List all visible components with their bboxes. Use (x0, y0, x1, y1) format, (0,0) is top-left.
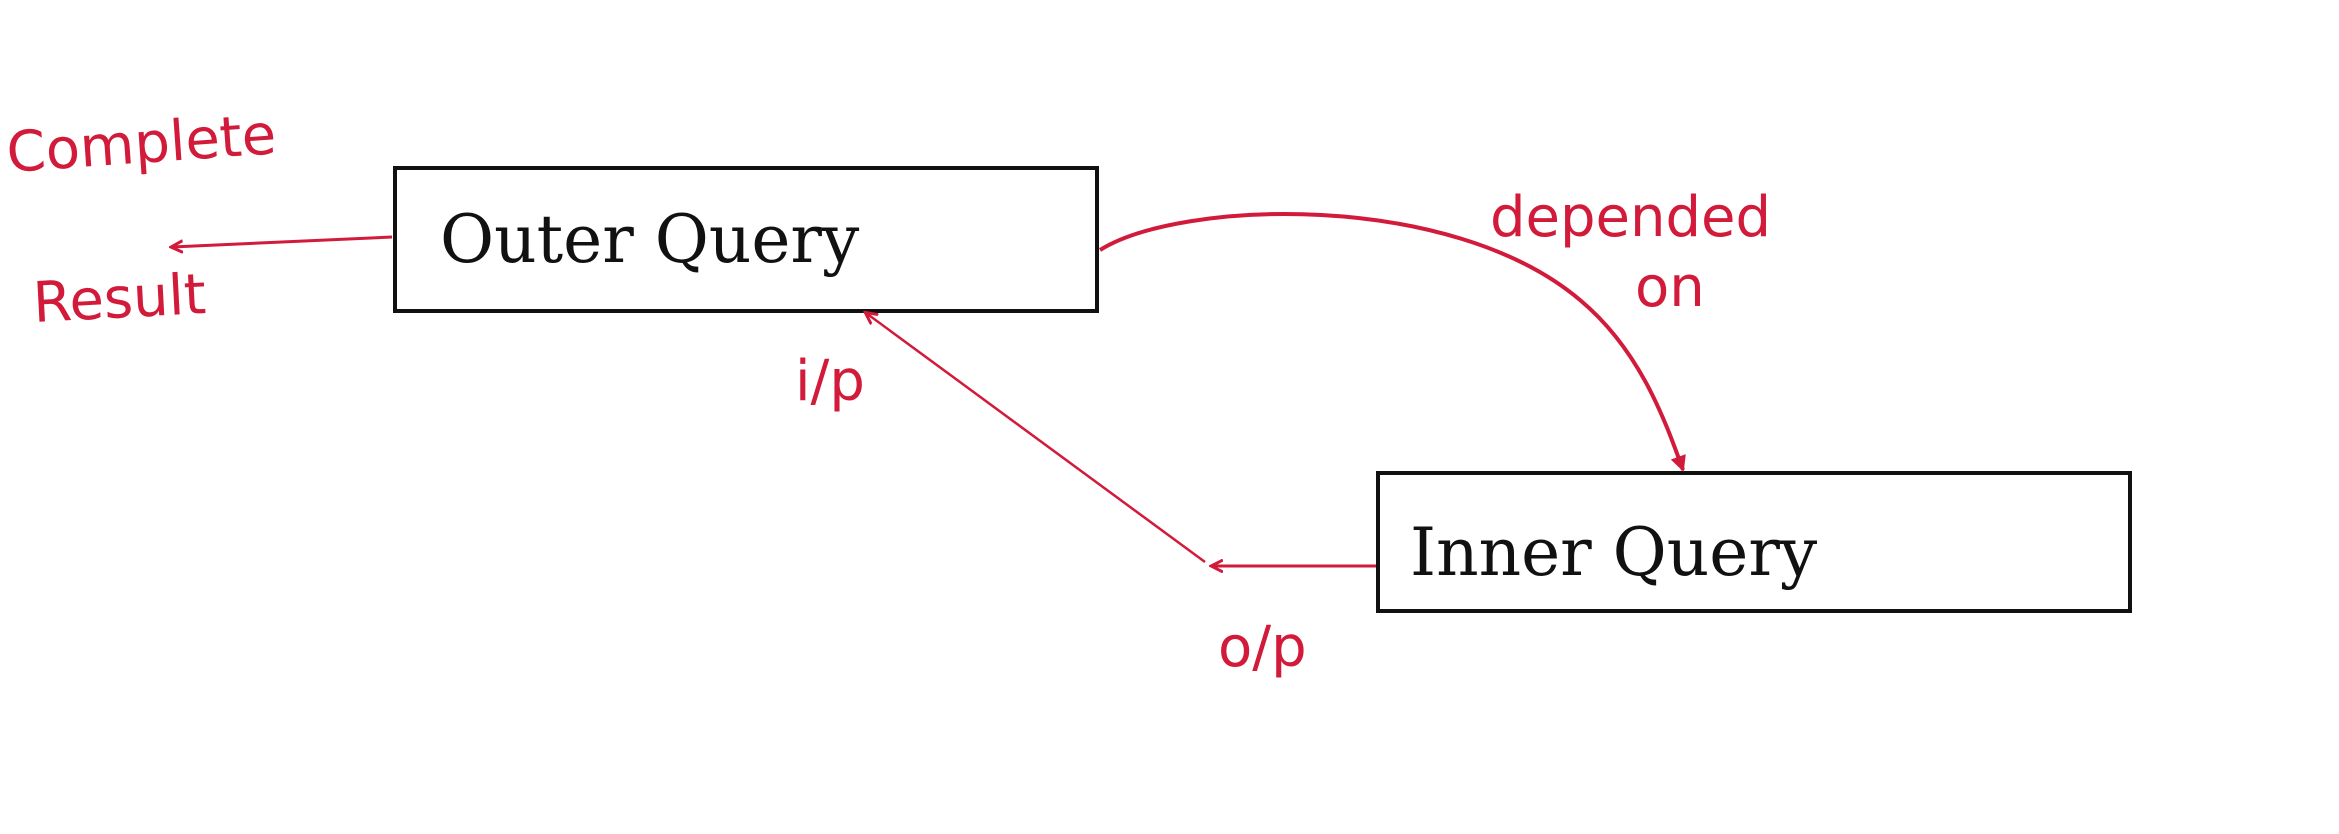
outer-query-label: Outer Query (440, 201, 860, 278)
depended-label: depended (1490, 185, 1771, 250)
outer-query-box (393, 166, 1099, 313)
dependency-curve-arrow (1098, 212, 1686, 472)
input-label: i/p (795, 349, 865, 414)
input-arrow (866, 313, 1206, 564)
output-label: o/p (1218, 615, 1307, 680)
complete-result-arrow (172, 235, 393, 247)
complete-label: Complete (4, 102, 278, 186)
inner-query-box (1376, 471, 2132, 613)
outer-query-node: Outer Query (393, 166, 1099, 313)
on-label: on (1635, 255, 1705, 320)
result-label: Result (31, 262, 207, 336)
inner-query-node: Inner Query (1376, 471, 2132, 613)
inner-query-label: Inner Query (1410, 514, 1818, 591)
